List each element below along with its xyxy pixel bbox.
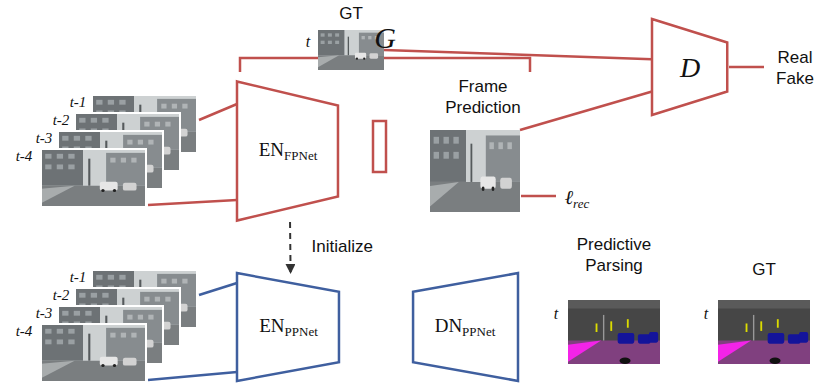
text-wrapper: ENFPNet (259, 138, 318, 164)
frame-border (41, 149, 146, 207)
connector (384, 50, 652, 59)
image-node: Frame Prediction (430, 130, 520, 212)
text-wrapper: t-4 (16, 321, 33, 341)
text-wrapper: t-3 (36, 303, 53, 323)
loss-subscript: rec (573, 196, 589, 211)
text-wrapper: t-1 (70, 267, 87, 287)
text-wrapper: Real Fake (770, 47, 820, 90)
text-wrapper: Initialize (312, 236, 373, 257)
trapezoid (413, 273, 518, 381)
input-line (199, 104, 237, 120)
bottleneck-box (373, 121, 386, 172)
text-wrapper: t-1 (70, 92, 87, 112)
encoder-trapezoid: ENFPNet (237, 80, 339, 222)
node-title: Frame Prediction (445, 77, 521, 117)
text-wrapper: t (306, 32, 310, 52)
frame-label: t-3 (36, 130, 53, 146)
time-label: t (554, 305, 558, 322)
text-wrapper: t-4 (16, 146, 33, 166)
trapezoid (652, 19, 727, 115)
text-wrapper: ℓrec (565, 185, 589, 212)
text-wrapper: t-3 (36, 128, 53, 148)
output-label: Real Fake (776, 48, 814, 88)
decoder-trapezoid: DNPPNet (412, 272, 518, 382)
discriminator-trapezoid: D (652, 18, 728, 116)
text-wrapper: t (704, 304, 708, 324)
input-line (199, 283, 237, 295)
text-wrapper: DNPPNet (435, 314, 496, 340)
loss-line (521, 195, 556, 198)
text-wrapper: GT (339, 3, 363, 24)
gt-parsing-image (718, 300, 810, 364)
gt-image (318, 30, 384, 70)
text-wrapper: t (554, 304, 558, 324)
parsing-image (568, 300, 660, 364)
frame-label: t-2 (53, 287, 70, 303)
image-node: GTt (318, 30, 384, 70)
text-wrapper: Predictive Parsing (562, 234, 666, 277)
node-title: D (680, 52, 700, 83)
block-subscript: PPNet (462, 324, 495, 339)
text-wrapper: t-2 (53, 285, 70, 305)
connector (289, 222, 292, 272)
time-label: t (306, 33, 310, 50)
text-wrapper: t-2 (53, 110, 70, 130)
encoder-trapezoid: ENPPNet (237, 272, 340, 382)
frame-label: t-4 (16, 323, 33, 339)
text-wrapper: Frame Prediction (428, 76, 538, 119)
loss-label: ℓ (565, 186, 573, 208)
block-subscript: PPNet (285, 324, 318, 339)
frame-label: t-2 (53, 112, 70, 128)
frame-stack (41, 95, 197, 207)
node-title: GT (752, 260, 776, 279)
frame-border (41, 324, 146, 382)
frame-label: t-1 (70, 94, 87, 110)
image-node: Predictive Parsingt (568, 300, 660, 364)
connector (520, 92, 652, 131)
node-title: GT (339, 4, 363, 23)
trapezoid (237, 81, 338, 220)
edge-label: Initialize (312, 237, 373, 256)
frame-label: t-1 (70, 269, 87, 285)
block-subscript: FPNet (284, 148, 317, 163)
bracket (240, 58, 530, 72)
output-line (729, 66, 764, 69)
text-wrapper: G (374, 19, 396, 57)
frame (41, 149, 146, 207)
trapezoid (237, 273, 339, 381)
node-title: Predictive Parsing (577, 235, 652, 275)
input-line (148, 372, 237, 380)
block-name: DN (435, 315, 462, 336)
block-name: EN (259, 139, 284, 160)
frame-label: t-3 (36, 305, 53, 321)
predicted-frame (430, 130, 520, 212)
text-wrapper: GT (752, 259, 776, 280)
text-wrapper: ENPPNet (259, 314, 318, 340)
text-wrapper: D (680, 50, 700, 85)
frame-label: t-4 (16, 148, 33, 164)
generator-label: G (374, 21, 396, 54)
image-node: GTt (718, 300, 810, 364)
frame (41, 324, 146, 382)
input-line (148, 200, 237, 205)
block-name: EN (259, 315, 284, 336)
time-label: t (704, 305, 708, 322)
frame-stack (41, 270, 197, 382)
